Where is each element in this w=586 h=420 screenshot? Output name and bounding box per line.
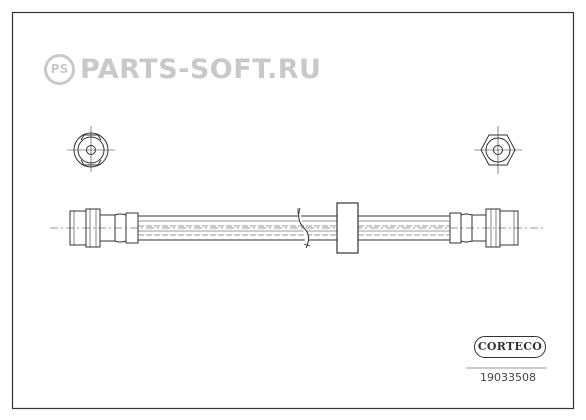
watermark-text: PARTS-SOFT.RU <box>80 54 322 85</box>
hose-body <box>138 207 450 249</box>
left-end-view <box>67 126 115 172</box>
mid-bracket <box>336 202 359 254</box>
part-number: 19033508 <box>480 371 536 384</box>
watermark-badge: PS <box>44 54 75 85</box>
right-end-view <box>474 126 522 174</box>
brand-logo: CORTECO <box>474 336 546 358</box>
right-fitting <box>449 208 519 248</box>
drawing-frame <box>11 11 575 410</box>
left-fitting <box>69 208 139 248</box>
